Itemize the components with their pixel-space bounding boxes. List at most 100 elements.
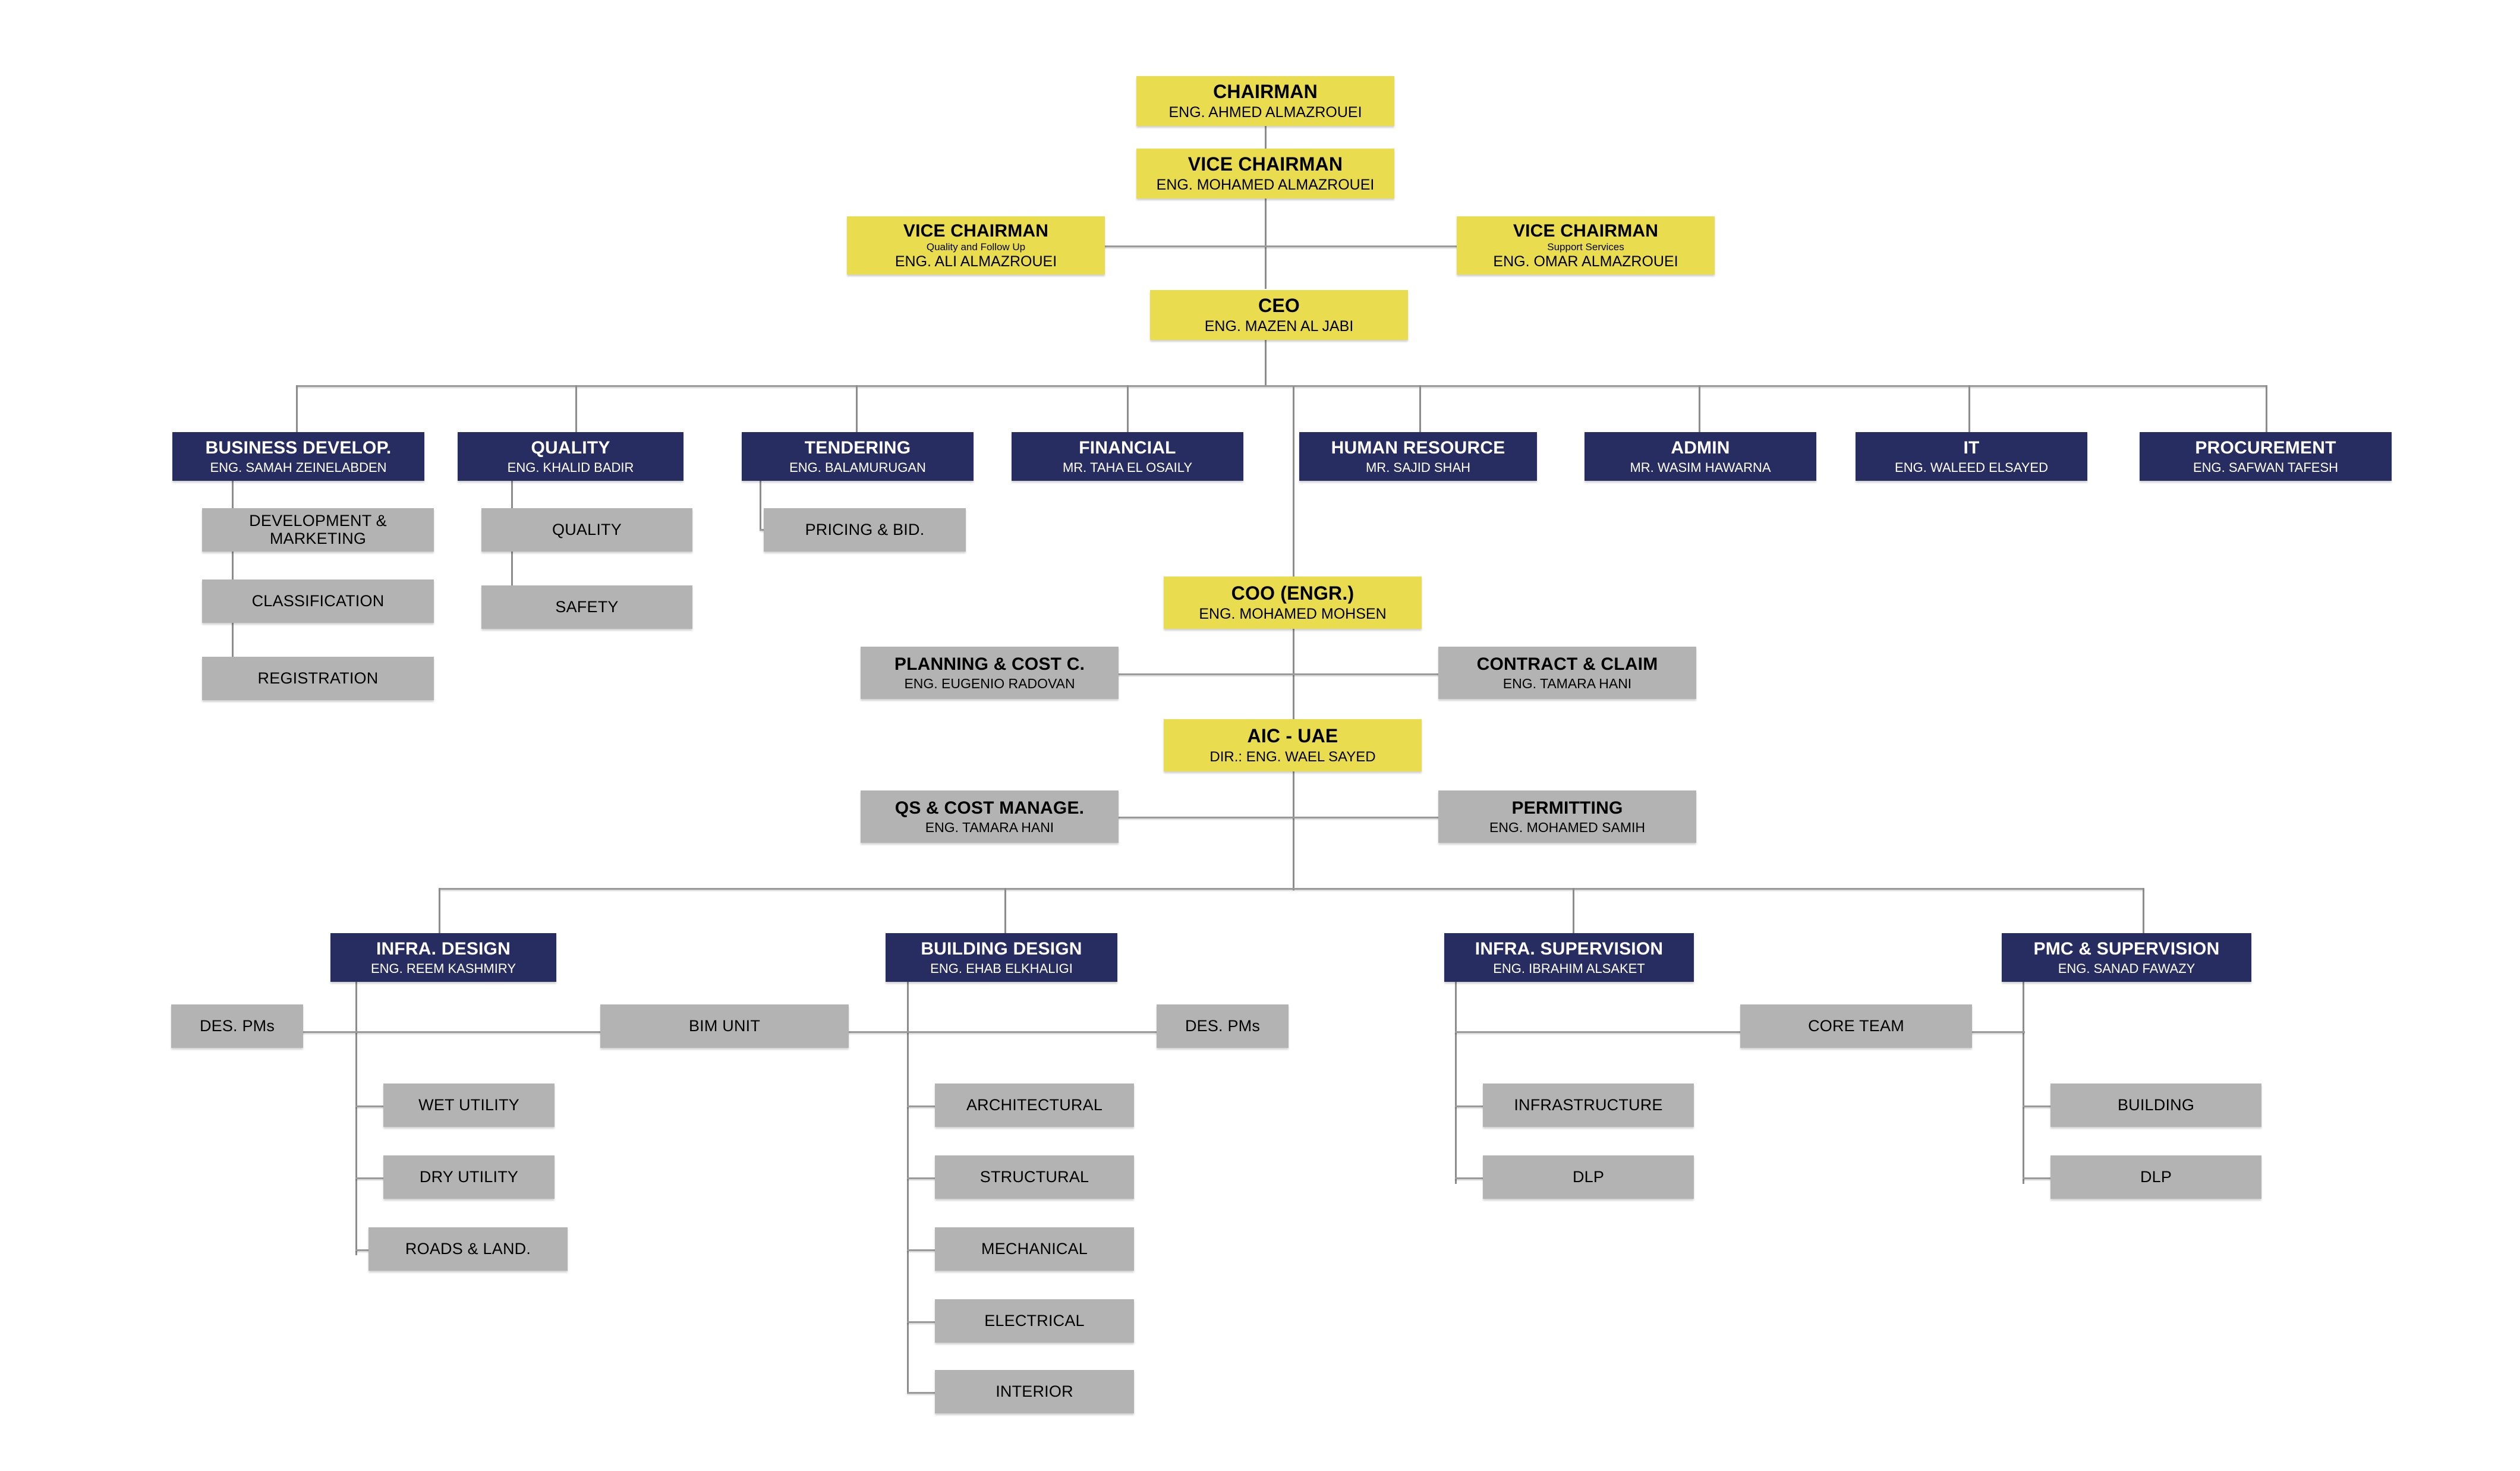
node-dlp-right[interactable]: DLP (2050, 1155, 2261, 1199)
connector-ceo-bus (1265, 340, 1267, 386)
node-vc-quality-person: ENG. ALI ALMAZROUEI (894, 253, 1057, 270)
node-classification[interactable]: CLASSIFICATION (202, 579, 434, 623)
node-pmc-supervision-person: ENG. SANAD FAWAZY (2058, 960, 2195, 976)
node-qs-cost-person: ENG. TAMARA HANI (925, 820, 1054, 836)
node-vice-chairman[interactable]: VICE CHAIRMAN ENG. MOHAMED ALMAZROUEI (1136, 149, 1394, 199)
node-aic-uae-title: AIC - UAE (1247, 725, 1338, 747)
connector-is-dlp (1455, 1177, 1485, 1179)
node-vice-chairman-title: VICE CHAIRMAN (1187, 153, 1343, 175)
node-infra-supervision[interactable]: INFRA. SUPERVISION ENG. IBRAHIM ALSAKET (1444, 933, 1694, 982)
node-dry-utility-title: DRY UTILITY (419, 1168, 519, 1186)
node-it[interactable]: IT ENG. WALEED ELSAYED (1856, 432, 2087, 481)
connector-bld-bim-despms (848, 1031, 1163, 1033)
node-core-team[interactable]: CORE TEAM (1740, 1004, 1972, 1048)
node-financial-person: MR. TAHA EL OSAILY (1062, 459, 1193, 475)
connector-bld-mechanical (907, 1249, 937, 1251)
node-aic-uae[interactable]: AIC - UAE DIR.: ENG. WAEL SAYED (1164, 719, 1422, 771)
node-pmc-supervision[interactable]: PMC & SUPERVISION ENG. SANAD FAWAZY (2002, 933, 2251, 982)
connector-aic-laterals (880, 817, 1688, 818)
node-chairman-person: ENG. AHMED ALMAZROUEI (1168, 104, 1362, 121)
node-interior-title: INTERIOR (996, 1382, 1073, 1401)
node-core-team-title: CORE TEAM (1808, 1017, 1904, 1035)
node-procurement[interactable]: PROCUREMENT ENG. SAFWAN TAFESH (2140, 432, 2392, 481)
connector-id-despms-bim (297, 1031, 606, 1033)
node-admin-title: ADMIN (1671, 438, 1730, 458)
node-des-pms-right-title: DES. PMs (1185, 1017, 1261, 1035)
node-des-pms-left[interactable]: DES. PMs (171, 1004, 303, 1048)
node-structural[interactable]: STRUCTURAL (935, 1155, 1134, 1199)
connector-department-bus (296, 385, 2267, 387)
node-admin-person: MR. WASIM HAWARNA (1630, 459, 1771, 475)
connector-drop-infra-design (439, 888, 440, 934)
node-infra-supervision-title: INFRA. SUPERVISION (1475, 939, 1664, 959)
connector-id-wet (355, 1105, 385, 1107)
connector-pmc-dlp (2023, 1177, 2052, 1179)
node-vice-chairman-support[interactable]: VICE CHAIRMAN Support Services ENG. OMAR… (1457, 216, 1715, 275)
node-permitting-title: PERMITTING (1511, 798, 1623, 818)
node-architectural-title: ARCHITECTURAL (966, 1096, 1103, 1114)
node-quality[interactable]: QUALITY ENG. KHALID BADIR (458, 432, 683, 481)
node-des-pms-left-title: DES. PMs (199, 1017, 275, 1035)
connector-is-spine (1455, 982, 1457, 1184)
connector-drop-admin (1699, 385, 1700, 433)
node-pricing-bid[interactable]: PRICING & BID. (764, 508, 966, 552)
node-electrical[interactable]: ELECTRICAL (935, 1299, 1134, 1343)
node-roads-land[interactable]: ROADS & LAND. (368, 1227, 568, 1271)
node-admin[interactable]: ADMIN MR. WASIM HAWARNA (1585, 432, 1816, 481)
connector-id-spine (355, 982, 357, 1255)
node-registration[interactable]: REGISTRATION (202, 657, 434, 700)
node-infra-design[interactable]: INFRA. DESIGN ENG. REEM KASHMIRY (330, 933, 556, 982)
connector-ceo-coo (1293, 386, 1294, 577)
node-permitting[interactable]: PERMITTING ENG. MOHAMED SAMIH (1438, 790, 1696, 843)
node-building-design-person: ENG. EHAB ELKHALIGI (930, 960, 1073, 976)
node-business-develop-title: BUSINESS DEVELOP. (205, 438, 392, 458)
connector-vicechairman-ceo (1265, 199, 1267, 289)
node-development-marketing[interactable]: DEVELOPMENT & MARKETING (202, 508, 434, 552)
node-human-resource[interactable]: HUMAN RESOURCE MR. SAJID SHAH (1299, 432, 1537, 481)
node-chairman[interactable]: CHAIRMAN ENG. AHMED ALMAZROUEI (1136, 76, 1394, 126)
node-it-title: IT (1963, 438, 1980, 458)
node-financial[interactable]: FINANCIAL MR. TAHA EL OSAILY (1012, 432, 1243, 481)
node-coo[interactable]: COO (ENGR.) ENG. MOHAMED MOHSEN (1164, 577, 1422, 629)
node-quality-sub[interactable]: QUALITY (481, 508, 692, 552)
node-wet-utility[interactable]: WET UTILITY (383, 1083, 555, 1127)
node-financial-title: FINANCIAL (1079, 438, 1176, 458)
node-ceo[interactable]: CEO ENG. MAZEN AL JABI (1150, 290, 1408, 340)
connector-pmc-spine (2023, 982, 2024, 1184)
node-permitting-person: ENG. MOHAMED SAMIH (1489, 820, 1645, 836)
node-electrical-title: ELECTRICAL (984, 1312, 1085, 1330)
connector-drop-it (1968, 385, 1970, 433)
node-vc-quality-role: Quality and Follow Up (926, 241, 1026, 253)
node-planning-cost-person: ENG. EUGENIO RADOVAN (904, 676, 1075, 692)
node-registration-title: REGISTRATION (257, 669, 379, 688)
node-tendering[interactable]: TENDERING ENG. BALAMURUGAN (742, 432, 974, 481)
node-building[interactable]: BUILDING (2050, 1083, 2261, 1127)
node-business-develop-person: ENG. SAMAH ZEINELABDEN (210, 459, 387, 475)
node-architectural[interactable]: ARCHITECTURAL (935, 1083, 1134, 1127)
node-safety[interactable]: SAFETY (481, 585, 692, 629)
node-qs-cost-management[interactable]: QS & COST MANAGE. ENG. TAMARA HANI (861, 790, 1119, 843)
node-des-pms-right[interactable]: DES. PMs (1157, 1004, 1289, 1048)
node-interior[interactable]: INTERIOR (935, 1370, 1134, 1413)
node-vice-chairman-quality[interactable]: VICE CHAIRMAN Quality and Follow Up ENG.… (847, 216, 1105, 275)
node-dry-utility[interactable]: DRY UTILITY (383, 1155, 555, 1199)
node-wet-utility-title: WET UTILITY (418, 1096, 519, 1114)
node-building-design[interactable]: BUILDING DESIGN ENG. EHAB ELKHALIGI (886, 933, 1117, 982)
node-aic-uae-person: DIR.: ENG. WAEL SAYED (1209, 748, 1376, 765)
node-mechanical[interactable]: MECHANICAL (935, 1227, 1134, 1271)
node-planning-cost-control[interactable]: PLANNING & COST C. ENG. EUGENIO RADOVAN (861, 647, 1119, 699)
node-business-develop[interactable]: BUSINESS DEVELOP. ENG. SAMAH ZEINELABDEN (172, 432, 424, 481)
node-pricing-bid-title: PRICING & BID. (805, 521, 925, 539)
node-dlp-left-title: DLP (1572, 1168, 1605, 1186)
node-human-resource-title: HUMAN RESOURCE (1331, 438, 1505, 458)
node-quality-sub-title: QUALITY (552, 521, 622, 539)
node-bim-unit[interactable]: BIM UNIT (600, 1004, 849, 1048)
connector-id-dry (355, 1177, 385, 1179)
node-dlp-left[interactable]: DLP (1483, 1155, 1694, 1199)
connector-drop-business-dev (296, 385, 298, 433)
node-contract-claim[interactable]: CONTRACT & CLAIM ENG. TAMARA HANI (1438, 647, 1696, 699)
node-infrastructure[interactable]: INFRASTRUCTURE (1483, 1083, 1694, 1127)
node-tendering-person: ENG. BALAMURUGAN (789, 459, 926, 475)
connector-t-spine (760, 480, 761, 531)
